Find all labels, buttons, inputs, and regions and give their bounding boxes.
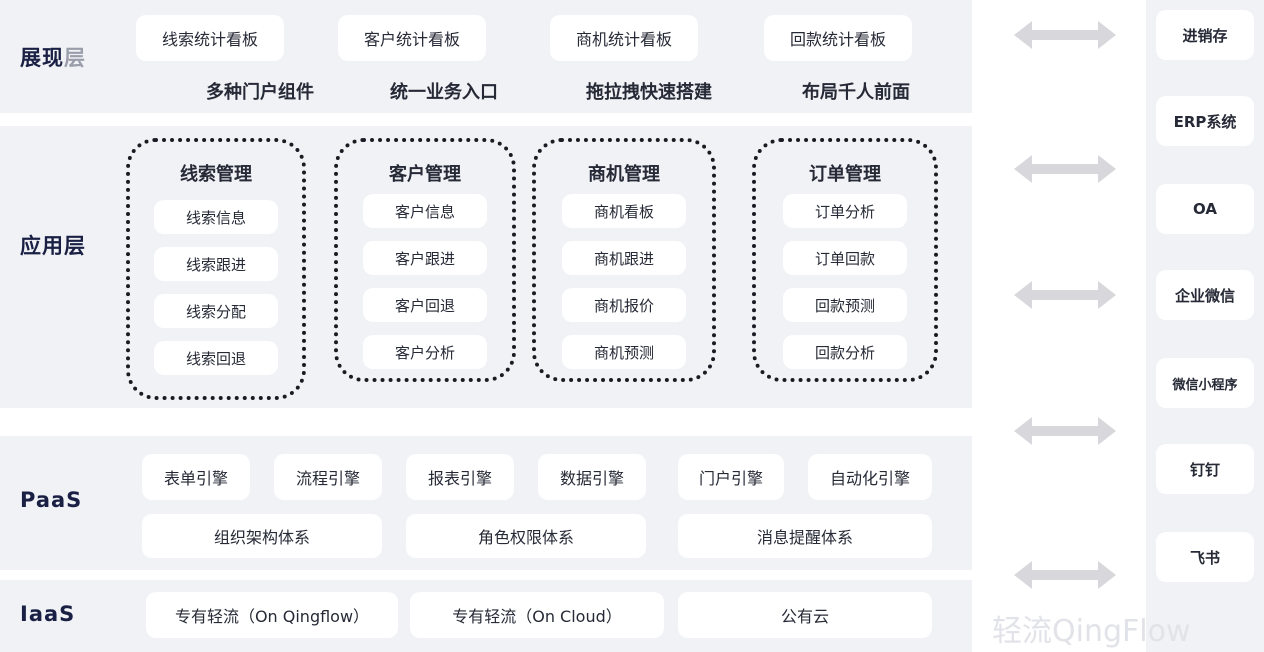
group-leads: 线索管理 线索信息 线索跟进 线索分配 线索回退 <box>126 138 306 400</box>
integration-inventory[interactable]: 进销存 <box>1156 10 1254 60</box>
system-organization[interactable]: 组织架构体系 <box>142 514 382 558</box>
layer-label-paas: PaaS <box>20 488 83 512</box>
application-layer: 应用层 线索管理 线索信息 线索跟进 线索分配 线索回退 客户管理 客户信息 客… <box>0 126 972 408</box>
presentation-layer: 展现层 线索统计看板 客户统计看板 商机统计看板 回款统计看板 多种门户组件 统… <box>0 0 972 113</box>
engine-automation[interactable]: 自动化引擎 <box>808 454 932 500</box>
double-arrow-icon <box>1014 281 1116 309</box>
double-arrow-icon <box>1014 155 1116 183</box>
watermark-logo: 轻流QingFlow <box>992 614 1191 649</box>
group-title: 订单管理 <box>809 164 881 185</box>
iaas-on-qingflow[interactable]: 专有轻流（On Qingflow） <box>146 592 398 638</box>
item-customer-analysis[interactable]: 客户分析 <box>363 335 487 369</box>
item-order-payment[interactable]: 订单回款 <box>783 241 907 275</box>
double-arrow-icon <box>1014 561 1116 589</box>
item-customer-return[interactable]: 客户回退 <box>363 288 487 322</box>
engine-report[interactable]: 报表引擎 <box>406 454 514 500</box>
layer-label-iaas: IaaS <box>20 602 76 626</box>
group-orders: 订单管理 订单分析 订单回款 回款预测 回款分析 <box>752 138 938 382</box>
item-opportunity-board[interactable]: 商机看板 <box>562 194 686 228</box>
item-customer-info[interactable]: 客户信息 <box>363 194 487 228</box>
item-order-analysis[interactable]: 订单分析 <box>783 194 907 228</box>
group-title: 线索管理 <box>180 164 252 185</box>
group-customers: 客户管理 客户信息 客户跟进 客户回退 客户分析 <box>334 138 516 382</box>
item-opportunity-followup[interactable]: 商机跟进 <box>562 241 686 275</box>
item-payment-analysis[interactable]: 回款分析 <box>783 335 907 369</box>
group-title: 客户管理 <box>389 164 461 185</box>
item-leads-assign[interactable]: 线索分配 <box>154 294 278 328</box>
iaas-layer: IaaS 专有轻流（On Qingflow） 专有轻流（On Cloud） 公有… <box>0 580 972 652</box>
system-permissions[interactable]: 角色权限体系 <box>406 514 646 558</box>
integration-wecom[interactable]: 企业微信 <box>1156 270 1254 320</box>
double-arrow-icon <box>1014 21 1116 49</box>
feature-layout: 布局千人前面 <box>802 82 910 103</box>
integration-feishu[interactable]: 飞书 <box>1156 532 1254 582</box>
item-leads-info[interactable]: 线索信息 <box>154 200 278 234</box>
item-opportunity-quote[interactable]: 商机报价 <box>562 288 686 322</box>
integration-wechat-miniprogram[interactable]: 微信小程序 <box>1156 358 1254 408</box>
iaas-on-cloud[interactable]: 专有轻流（On Cloud） <box>410 592 664 638</box>
integrations-column: 进销存 ERP系统 OA 企业微信 微信小程序 钉钉 飞书 <box>1146 0 1264 652</box>
engine-data[interactable]: 数据引擎 <box>538 454 646 500</box>
feature-drag-build: 拖拉拽快速搭建 <box>586 82 712 103</box>
item-leads-followup[interactable]: 线索跟进 <box>154 247 278 281</box>
dashboard-opportunities[interactable]: 商机统计看板 <box>550 15 698 61</box>
layer-label-presentation: 展现层 <box>20 46 86 70</box>
paas-layer: PaaS 表单引擎 流程引擎 报表引擎 数据引擎 门户引擎 自动化引擎 组织架构… <box>0 436 972 570</box>
engine-portal[interactable]: 门户引擎 <box>678 454 784 500</box>
group-title: 商机管理 <box>588 164 660 185</box>
feature-unified-entry: 统一业务入口 <box>390 82 498 103</box>
item-opportunity-forecast[interactable]: 商机预测 <box>562 335 686 369</box>
iaas-public-cloud[interactable]: 公有云 <box>678 592 932 638</box>
integration-dingtalk[interactable]: 钉钉 <box>1156 444 1254 494</box>
feature-portal-components: 多种门户组件 <box>206 82 314 103</box>
integration-erp[interactable]: ERP系统 <box>1156 96 1254 146</box>
system-notifications[interactable]: 消息提醒体系 <box>678 514 932 558</box>
engine-form[interactable]: 表单引擎 <box>142 454 250 500</box>
integration-oa[interactable]: OA <box>1156 184 1254 234</box>
dashboard-payments[interactable]: 回款统计看板 <box>764 15 912 61</box>
engine-workflow[interactable]: 流程引擎 <box>274 454 382 500</box>
item-leads-return[interactable]: 线索回退 <box>154 341 278 375</box>
item-customer-followup[interactable]: 客户跟进 <box>363 241 487 275</box>
layer-label-application: 应用层 <box>20 234 86 258</box>
double-arrow-icon <box>1014 417 1116 445</box>
dashboard-customers[interactable]: 客户统计看板 <box>338 15 486 61</box>
item-payment-forecast[interactable]: 回款预测 <box>783 288 907 322</box>
dashboard-leads[interactable]: 线索统计看板 <box>136 15 284 61</box>
group-opportunities: 商机管理 商机看板 商机跟进 商机报价 商机预测 <box>532 138 716 382</box>
